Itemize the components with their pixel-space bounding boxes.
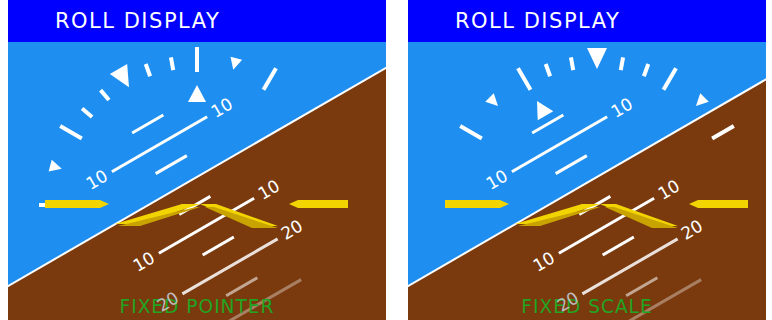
horizon-group	[8, 0, 386, 320]
roll-tick	[546, 64, 550, 76]
roll-tick	[571, 57, 573, 70]
aircraft-part	[515, 204, 600, 224]
horizon-line	[8, 0, 386, 320]
roll-tick	[257, 68, 282, 90]
aircraft-part	[115, 204, 200, 224]
pitch-rung	[182, 239, 277, 294]
roll-tick	[186, 47, 208, 72]
roll-pointer	[188, 85, 206, 102]
roll-pointer-triangle	[529, 97, 553, 121]
roll-index	[227, 57, 242, 72]
pitch-rung	[626, 278, 657, 296]
pitch-rung	[582, 239, 677, 294]
pitch-rung	[156, 156, 187, 174]
aircraft-part	[518, 207, 600, 226]
horizon-line	[408, 0, 766, 320]
roll-index	[485, 93, 502, 110]
roll-tick	[101, 89, 109, 101]
aircraft-part	[689, 200, 748, 208]
aircraft-part	[445, 200, 509, 208]
display-panel: FIXED POINTER ROLL DISPLAY	[8, 0, 386, 320]
attitude-panel	[408, 0, 766, 320]
roll-tick	[60, 120, 82, 145]
ground	[8, 0, 386, 320]
aircraft-part	[45, 200, 109, 208]
roll-index	[692, 93, 709, 110]
display-title: ROLL DISPLAY	[455, 0, 620, 42]
pitch-rung	[112, 117, 207, 172]
display-panel: FIXED SCALE ROLL DISPLAY	[408, 0, 766, 320]
pitch-rung	[603, 237, 634, 255]
ground	[408, 0, 766, 320]
aircraft-part	[289, 200, 348, 208]
title-band: ROLL DISPLAY	[408, 0, 766, 42]
mode-caption: FIXED POINTER	[8, 296, 386, 317]
roll-index	[110, 64, 138, 92]
roll-tick	[712, 126, 734, 139]
aircraft-part	[605, 207, 678, 228]
pitch-rung	[132, 115, 163, 133]
roll-pointer-triangle	[188, 85, 206, 102]
mode-caption: FIXED SCALE	[408, 296, 766, 317]
roll-tick	[167, 57, 177, 70]
aircraft-symbol	[45, 200, 348, 228]
roll-tick	[664, 68, 677, 90]
pitch-rung	[556, 156, 587, 174]
horizon-group	[408, 0, 766, 320]
title-band: ROLL DISPLAY	[8, 0, 386, 42]
attitude-panel	[8, 0, 386, 320]
roll-tick	[460, 126, 482, 139]
display-title: ROLL DISPLAY	[55, 0, 220, 42]
roll-tick	[144, 64, 152, 76]
roll-tick	[621, 57, 623, 70]
roll-scale	[460, 48, 734, 139]
roll-tick	[518, 68, 531, 90]
roll-index	[49, 160, 64, 175]
aircraft-symbol	[445, 200, 748, 228]
roll-index	[587, 48, 607, 69]
pitch-rung	[226, 278, 257, 296]
roll-pointer	[529, 97, 553, 121]
aircraft-part	[205, 207, 278, 228]
aircraft-part	[118, 207, 200, 226]
roll-tick	[82, 106, 92, 119]
roll-tick	[644, 64, 648, 76]
pitch-rung	[532, 115, 563, 133]
pitch-rung	[512, 117, 607, 172]
pitch-rung	[203, 237, 234, 255]
